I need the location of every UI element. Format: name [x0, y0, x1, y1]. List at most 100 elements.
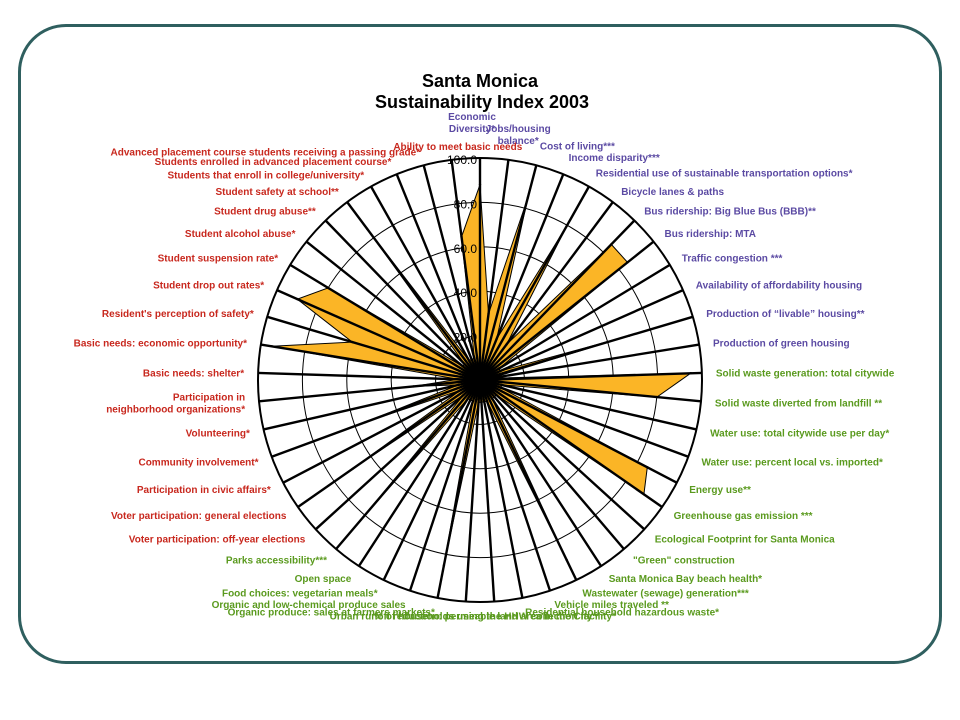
spoke-label: Community involvement*	[138, 458, 258, 469]
tick-label: 40.0	[454, 286, 478, 300]
radar-spoke	[258, 378, 481, 403]
radar-spoke	[260, 343, 481, 382]
spoke-label: Open space	[295, 574, 352, 585]
spoke-label: Student drop out rates*	[153, 281, 264, 292]
spoke-label: Voter participation: general elections	[111, 511, 287, 522]
tick-label: 60.0	[454, 242, 478, 256]
radar-spoke	[464, 379, 482, 602]
radar-spoke	[478, 379, 552, 592]
spoke-label: Ecological Footprint for Santa Monica	[655, 535, 835, 546]
spoke-label: Students enrolled in advanced placement …	[155, 157, 392, 168]
spoke-label: Water use: percent local vs. imported*	[702, 458, 883, 469]
spoke-label: Student suspension rate*	[158, 254, 279, 265]
spoke-label: Urban runoff reduction: permeable land a…	[330, 612, 601, 623]
radar-spoke	[479, 379, 625, 550]
spoke-label: Ability to meet basic needs	[393, 142, 522, 153]
spoke-label: Organic and low-chemical produce sales	[212, 600, 406, 611]
radar-spoke	[450, 159, 482, 381]
radar-spoke	[479, 378, 702, 403]
radar-spoke	[357, 379, 482, 567]
spoke-label: Solid waste generation: total citywide	[716, 368, 895, 379]
radar-spoke	[479, 371, 702, 382]
spoke-label: Santa Monica Bay beach health*	[609, 574, 762, 585]
radar-spoke	[346, 201, 481, 381]
spoke-label: Energy use**	[689, 485, 751, 496]
radar-spoke	[479, 315, 694, 382]
radar-spoke	[324, 219, 481, 381]
spoke-label: Student safety at school**	[215, 187, 338, 198]
radar-spoke	[479, 379, 663, 508]
radar-spoke	[263, 378, 481, 431]
radar-spoke	[408, 379, 482, 592]
spoke-label: Food choices: vegetarian meals*	[222, 589, 378, 600]
spoke-label: Bus ridership: MTA	[665, 229, 756, 240]
radar-spoke	[271, 378, 481, 458]
radar-spoke	[422, 164, 482, 381]
spoke-label: Wastewater (sewage) generation***	[582, 589, 748, 600]
radar-spoke	[479, 343, 700, 382]
chart-title-line1: Santa Monica	[422, 71, 539, 91]
radar-spoke	[478, 379, 524, 599]
radar-spoke	[479, 289, 684, 382]
radar-spoke	[479, 219, 636, 381]
spoke-label: Water use: total citywide use per day*	[710, 429, 889, 440]
tick-label: 80.0	[454, 197, 478, 211]
radar-spoke	[335, 379, 481, 550]
radar-spoke	[478, 379, 578, 581]
radar-spoke	[289, 263, 481, 382]
radar-spoke	[276, 289, 481, 382]
radar-spoke	[478, 173, 565, 381]
spoke-label: Greenhouse gas emission ***	[674, 511, 813, 522]
radar-spoke	[436, 379, 482, 599]
spoke-label: Students that enroll in college/universi…	[167, 170, 364, 181]
chart-center	[468, 368, 492, 392]
spoke-label: Solid waste diverted from landfill **	[715, 399, 882, 410]
spoke-label: Participation in civic affairs*	[137, 485, 271, 496]
radar-spoke	[478, 159, 510, 381]
radar-spoke	[297, 379, 481, 508]
spoke-label: Vehicle miles traveled **	[554, 600, 669, 611]
tick-label: 100.0	[447, 153, 477, 167]
chart-title-line2: Sustainability Index 2003	[375, 92, 589, 112]
tick-label: 20.0	[454, 331, 478, 345]
radar-spoke	[478, 379, 496, 602]
radial-tick-labels: 20.0 40.0 60.0 80.0 100.0	[447, 153, 477, 345]
radar-spoke	[479, 240, 655, 381]
spoke-label: Advanced placement course students recei…	[111, 148, 421, 159]
radar-spoke	[305, 240, 481, 381]
radar-spoke	[479, 378, 689, 458]
spoke-label: Voter participation: off-year elections	[129, 535, 306, 546]
spoke-label: Basic needs: shelter*	[143, 368, 244, 379]
radar-spoke	[282, 378, 481, 484]
spoke-label: "Green" construction	[633, 556, 735, 567]
radar-spoke	[478, 379, 603, 567]
spoke-label: Basic needs: economic opportunity*	[74, 338, 247, 349]
radar-spoke	[314, 379, 481, 531]
spoke-label: Organic produce: sales at farmers market…	[228, 608, 435, 619]
radar-spoke	[478, 164, 538, 381]
radar-spoke	[479, 378, 697, 431]
spoke-label: Bus ridership: Big Blue Bus (BBB)**	[644, 207, 816, 218]
radar-spokes	[258, 158, 702, 602]
spoke-label: Production of green housing	[713, 338, 850, 349]
spoke-label: % of households using the HHW collection…	[374, 612, 616, 623]
spoke-label: Residential use of sustainable transport…	[596, 168, 853, 179]
spoke-label: Bicycle lanes & paths	[621, 187, 724, 198]
radar-spoke	[370, 186, 482, 381]
radar-spoke	[266, 315, 481, 382]
radar-spoke	[382, 379, 482, 581]
radar-spoke	[258, 371, 481, 382]
spoke-label: Traffic congestion ***	[682, 254, 783, 265]
spoke-label: Resident's perception of safety*	[102, 309, 254, 320]
radar-spoke	[478, 186, 590, 381]
radar-spoke	[479, 379, 646, 531]
spoke-label: Student alcohol abuse*	[185, 229, 296, 240]
spoke-label: Availability of affordability housing	[696, 281, 862, 292]
spoke-label: Production of “livable” housing**	[706, 309, 864, 320]
radar-spoke	[395, 173, 482, 381]
spoke-label: Volunteering*	[186, 429, 250, 440]
